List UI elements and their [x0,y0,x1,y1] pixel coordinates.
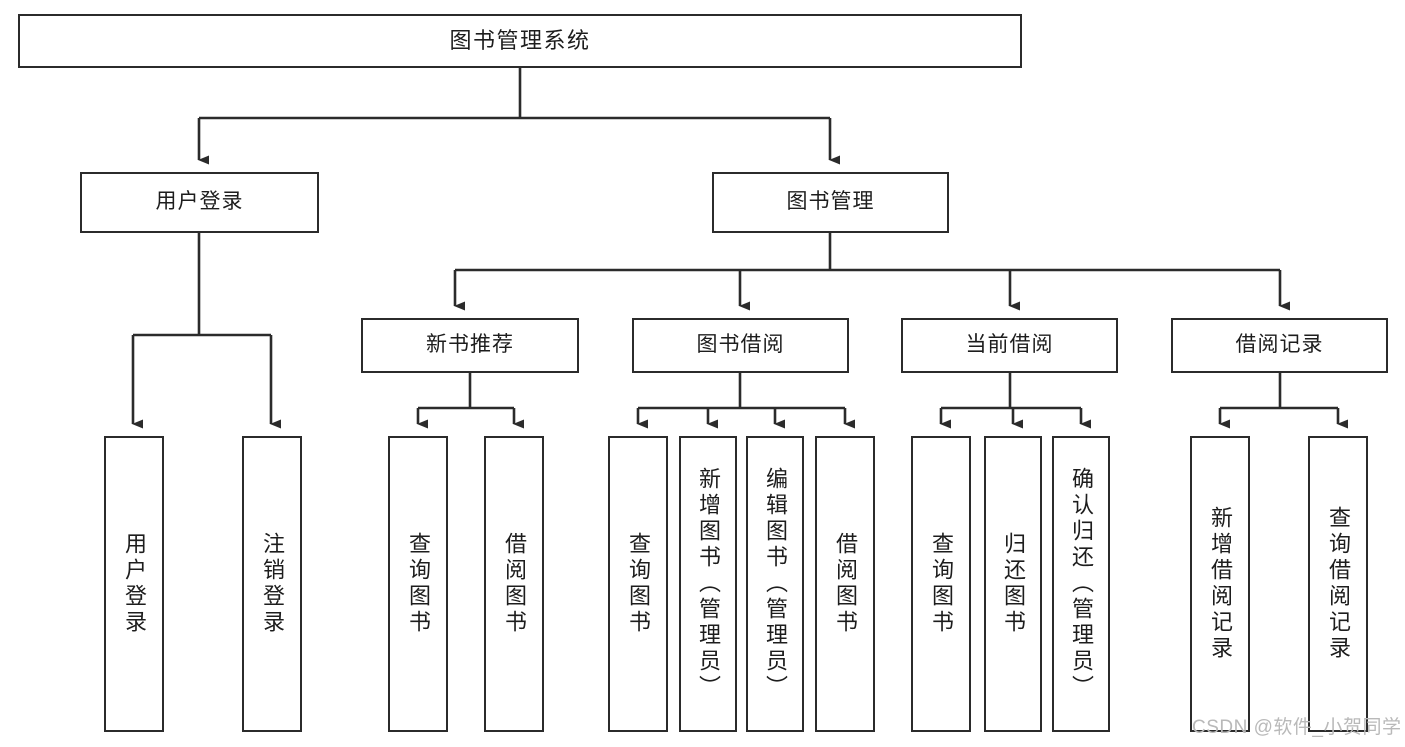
node-label: 查询图书 [626,532,651,636]
node-leaf-user-logout[interactable]: 注销登录 [242,436,302,732]
node-label: 编辑图书（管理员） [763,467,788,701]
node-label: 新书推荐 [426,333,514,357]
node-label: 新增借阅记录 [1208,506,1233,662]
node-label: 当前借阅 [965,333,1054,357]
node-book-borrow[interactable]: 图书借阅 [632,318,849,373]
node-new-book-rec[interactable]: 新书推荐 [361,318,579,373]
node-label: 确认归还（管理员） [1069,467,1094,701]
node-label: 用户登录 [122,532,147,636]
node-label: 借阅记录 [1235,333,1324,357]
node-leaf-add-book-admin[interactable]: 新增图书（管理员） [679,436,737,732]
node-label: 归还图书 [1001,532,1026,636]
node-leaf-borrow-book[interactable]: 借阅图书 [815,436,875,732]
node-label: 借阅图书 [502,532,527,636]
node-leaf-add-record[interactable]: 新增借阅记录 [1190,436,1250,732]
node-leaf-query-book-cur[interactable]: 查询图书 [911,436,971,732]
node-leaf-edit-book-admin[interactable]: 编辑图书（管理员） [746,436,804,732]
node-current-borrow[interactable]: 当前借阅 [901,318,1118,373]
node-user-login[interactable]: 用户登录 [80,172,319,233]
node-leaf-user-login[interactable]: 用户登录 [104,436,164,732]
node-label: 查询借阅记录 [1326,506,1351,662]
node-leaf-query-book-rec[interactable]: 查询图书 [388,436,448,732]
node-borrow-record[interactable]: 借阅记录 [1171,318,1388,373]
node-label: 借阅图书 [833,532,858,636]
node-leaf-query-record[interactable]: 查询借阅记录 [1308,436,1368,732]
node-root-system[interactable]: 图书管理系统 [18,14,1022,68]
node-label: 查询图书 [406,532,431,636]
node-label: 注销登录 [260,532,285,636]
node-label: 用户登录 [155,190,244,214]
node-leaf-confirm-return[interactable]: 确认归还（管理员） [1052,436,1110,732]
node-book-manage[interactable]: 图书管理 [712,172,949,233]
node-leaf-query-book[interactable]: 查询图书 [608,436,668,732]
node-label: 图书借阅 [696,333,785,357]
node-leaf-borrow-book-rec[interactable]: 借阅图书 [484,436,544,732]
node-label: 新增图书（管理员） [696,467,721,701]
csdn-watermark: CSDN @软件_小贺同学 [1192,717,1402,738]
node-label: 图书管理系统 [449,28,591,54]
node-label: 图书管理 [786,190,875,214]
node-leaf-return-book[interactable]: 归还图书 [984,436,1042,732]
node-label: 查询图书 [929,532,954,636]
